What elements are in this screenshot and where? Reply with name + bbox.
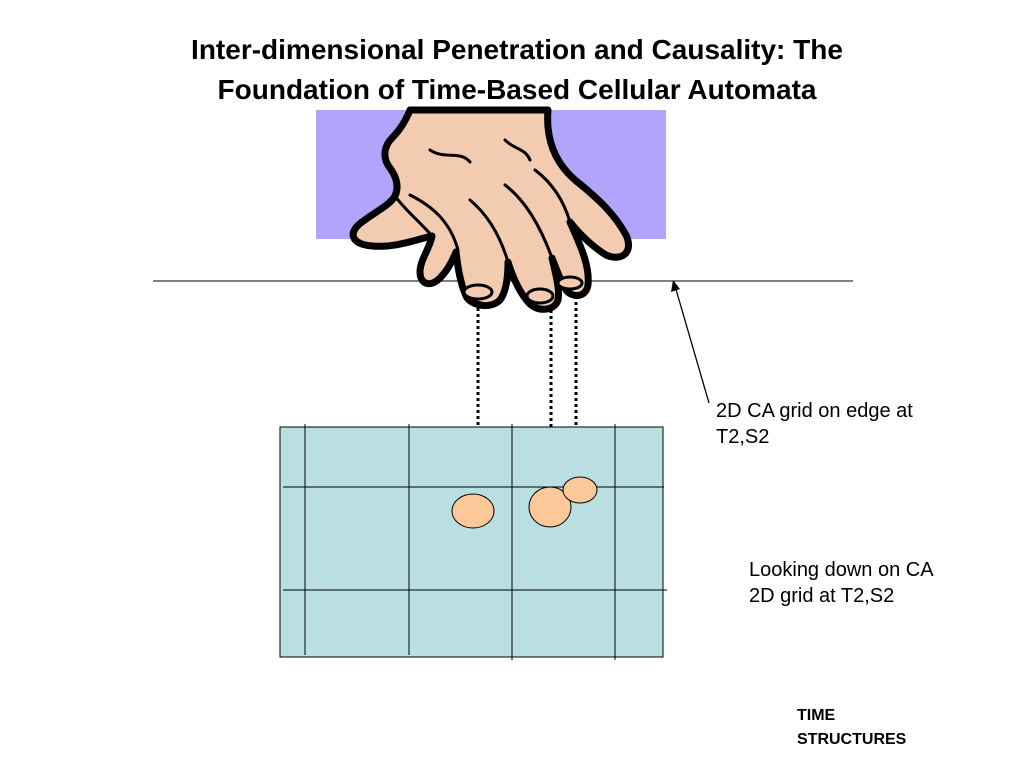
edge-grid-label: 2D CA grid on edge at T2,S2 — [716, 398, 913, 450]
down-label-line-1: Looking down on CA — [749, 559, 934, 581]
footer-line-1: TIME — [797, 707, 836, 724]
cell-dot — [562, 476, 598, 504]
title-line-2: Foundation of Time-Based Cellular Automa… — [217, 74, 817, 105]
edge-label-line-2: T2,S2 — [716, 426, 770, 448]
cell-dot — [528, 486, 572, 528]
touched-cells — [451, 476, 598, 529]
footer-line-2: STRUCTURES — [797, 731, 907, 748]
edge-pointer-arrow — [671, 280, 710, 404]
title-line-1: Inter-dimensional Penetration and Causal… — [191, 34, 843, 65]
hand-icon — [349, 106, 632, 313]
down-label-line-2: 2D grid at T2,S2 — [749, 585, 895, 607]
top-view-label: Looking down on CA 2D grid at T2,S2 — [749, 557, 934, 609]
ca-grid — [279, 424, 667, 660]
edge-label-line-1: 2D CA grid on edge at — [716, 400, 913, 422]
slide-title: Inter-dimensional Penetration and Causal… — [0, 30, 1024, 110]
footer-brand: TIME STRUCTURES — [797, 704, 906, 752]
cell-dot — [451, 493, 495, 529]
